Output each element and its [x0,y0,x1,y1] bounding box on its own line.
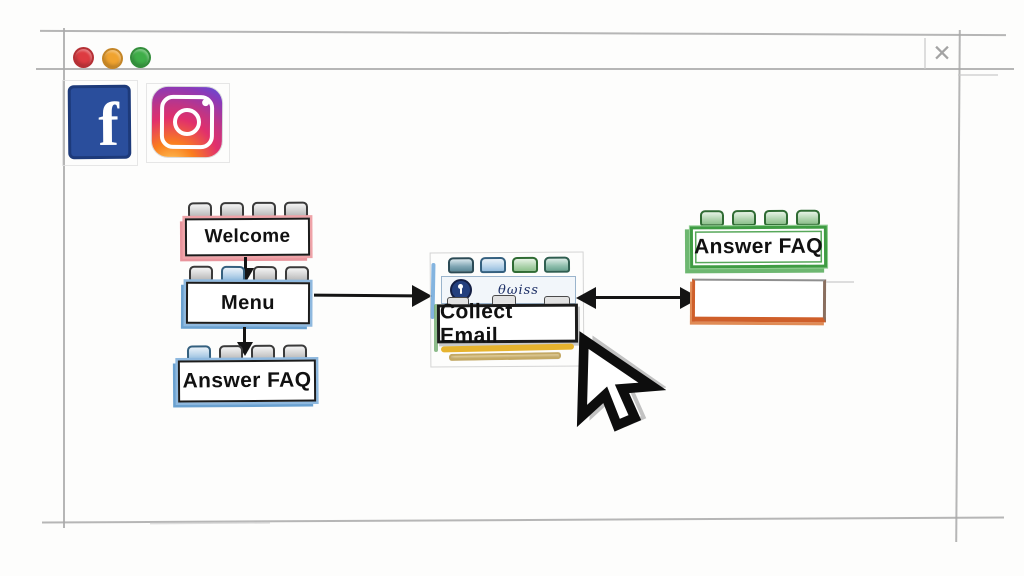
scribble-text: θωiss [498,282,539,298]
flow-node-welcome[interactable]: Welcome [184,217,311,257]
green-accent-stroke [434,304,438,352]
lego-stud-icon [763,209,789,226]
lego-stud-icon [795,209,821,226]
menu-brick-studs [188,265,310,283]
flow-node-menu[interactable]: Menu [185,281,311,325]
flow-node-empty-brick[interactable] [691,278,827,323]
lego-stud-icon [250,344,276,361]
logo-sketch-guide [62,80,138,166]
window-border-top [40,29,1006,37]
lego-stud-icon [283,201,309,218]
arrow-welcome-to-menu [244,257,247,270]
instagram-camera-lens-icon [172,107,202,137]
instagram-logo[interactable] [151,86,223,158]
collect-brick-studs [447,256,571,274]
arrowhead-right-icon [412,285,432,307]
flow-node-label: Menu [221,291,275,314]
lego-stud-icon [479,257,507,274]
frame-overshoot-line [958,74,998,76]
window-border-left [63,28,65,528]
arrow-menu-to-faq [243,327,246,344]
flow-node-label: Collect Email [439,299,513,347]
lego-stud-icon [699,210,725,227]
flow-node-label: Welcome [204,225,291,248]
lego-stud-icon [220,265,246,282]
cursor-icon [576,331,666,432]
titlebar-divider [36,68,1014,70]
arrowhead-left-icon [576,287,596,309]
lego-stud-icon [218,345,244,362]
lego-stud-icon [282,344,308,361]
flow-node-answer-faq-right[interactable]: Answer FAQ [689,225,828,269]
lego-stud-icon [251,201,277,218]
lego-stud-icon [219,202,245,219]
facebook-logo[interactable]: f [67,84,132,160]
instagram-flash-dot-icon [202,99,210,107]
lego-stud-icon [543,256,571,273]
lego-stud-icon [511,256,539,273]
close-icon[interactable]: ✕ [932,41,952,67]
arrow-collect-to-right [592,296,684,299]
lego-stud-icon [447,257,475,274]
facebook-f-glyph: f [98,90,120,160]
arrow-menu-to-collect [313,293,415,298]
lego-stud-icon [284,266,310,283]
frame-overshoot-line [149,521,271,524]
flow-node-label: Answer FAQ [182,368,312,393]
lego-stud-icon [187,202,213,219]
logo-sketch-guide [146,83,230,163]
flow-node-answer-faq-left[interactable]: Answer FAQ [177,359,317,403]
lego-stud-icon [731,210,757,227]
welcome-brick-studs [187,201,309,219]
lego-stud-icon [252,266,278,283]
lego-stud-icon [188,265,214,282]
flow-node-label: Answer FAQ [694,234,823,259]
traffic-light-orange-icon[interactable] [102,48,123,69]
lego-stud-icon [186,345,212,362]
sketch-overshoot-line [826,281,854,283]
traffic-light-green-icon[interactable] [130,47,151,68]
traffic-light-red-icon[interactable] [73,47,94,68]
flow-node-collect-email[interactable]: Collect Email [436,299,579,347]
close-button-divider [924,38,926,69]
window-border-right [955,29,961,543]
faq-right-brick-studs [699,209,821,227]
